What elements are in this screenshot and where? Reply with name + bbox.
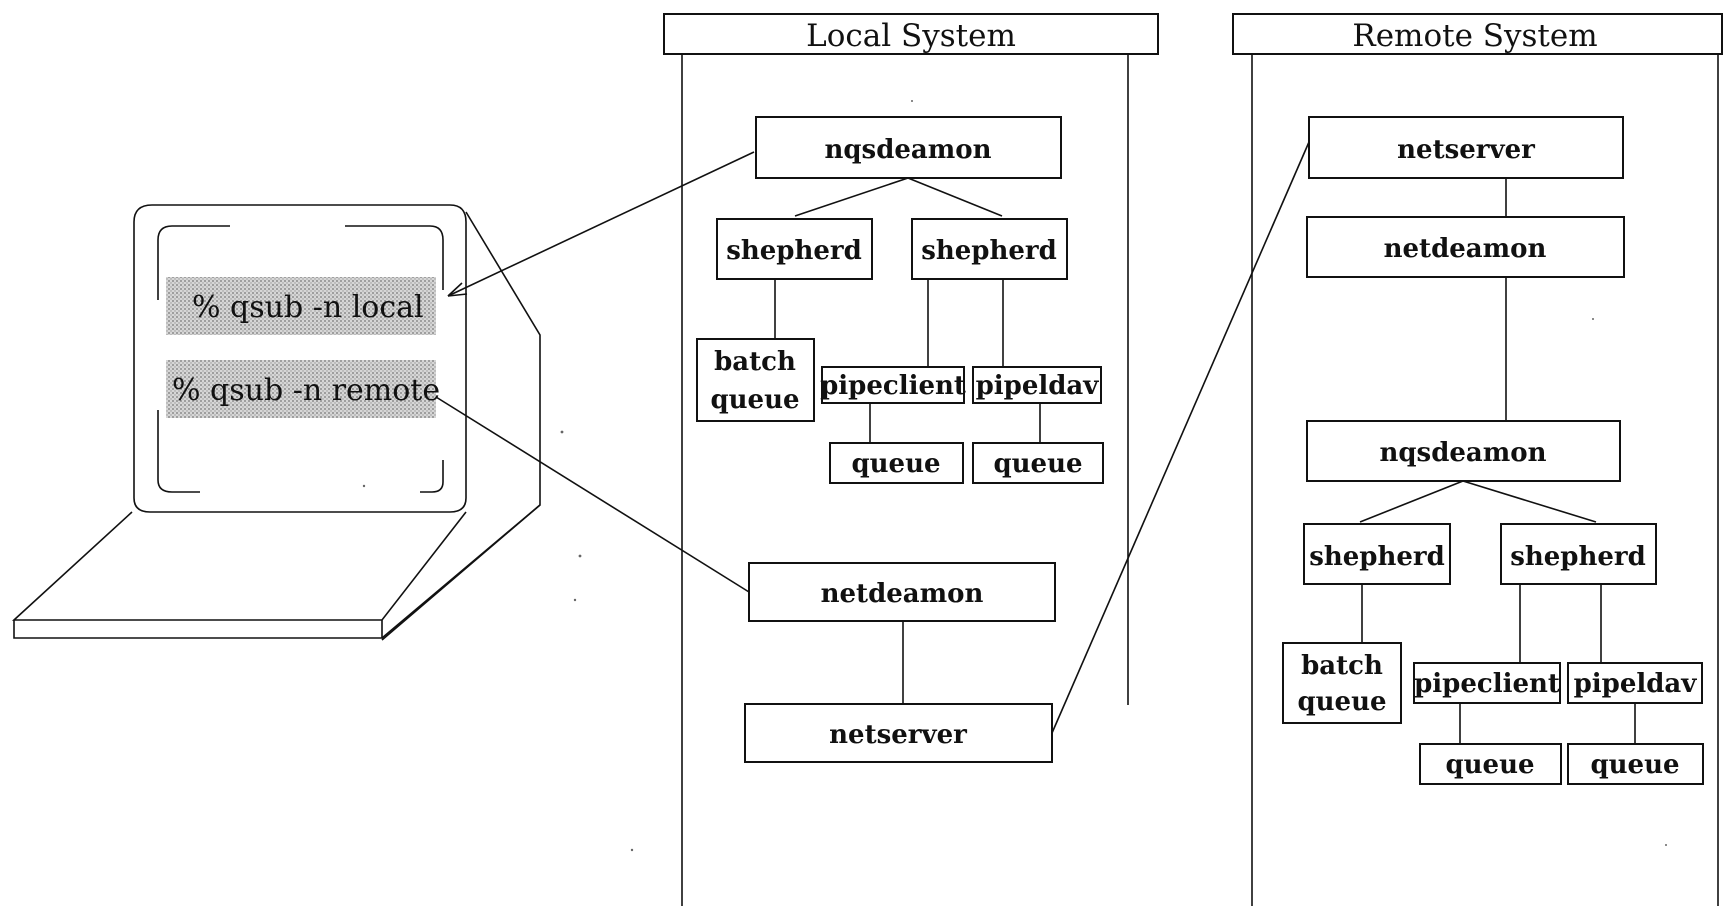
remote-pipeldav-label: pipeldav	[1574, 669, 1698, 699]
remote-pipeclient-label: pipeclient	[1414, 669, 1560, 699]
connection-lines	[435, 141, 1310, 734]
local-pipeclient-node: pipeclient	[820, 366, 966, 404]
remote-netserver-label: netserver	[1397, 135, 1535, 165]
local-system-panel: Local System nqsdeamon shepherd shepherd…	[663, 13, 1159, 906]
local-nqsdeamon-label: nqsdeamon	[824, 135, 991, 165]
local-pipeldav-node: pipeldav	[972, 366, 1102, 404]
local-netserver-to-remote-netserver-line	[1051, 141, 1310, 734]
remote-netdeamon-label: netdeamon	[1384, 234, 1547, 264]
command-local-highlight	[166, 277, 436, 335]
local-nqsdeamon-node: nqsdeamon	[755, 116, 1062, 179]
remote-pipeclient-node: pipeclient	[1413, 662, 1561, 704]
arrowhead-icon	[447, 282, 468, 297]
local-pipeclient-label: pipeclient	[820, 371, 966, 401]
local-queue-right-label: queue	[993, 449, 1082, 479]
local-batch-queue-node: batch queue	[696, 338, 815, 422]
command-remote-text: % qsub -n remote	[172, 373, 440, 408]
remote-netserver-node: netserver	[1308, 116, 1624, 179]
remote-shepherd-right-label: shepherd	[1510, 542, 1646, 572]
local-pipeldav-label: pipeldav	[976, 371, 1100, 401]
local-netserver-label: netserver	[829, 720, 967, 750]
remote-nqsdeamon-label: nqsdeamon	[1379, 438, 1546, 468]
local-queue-left-label: queue	[851, 449, 940, 479]
remote-queue-left-node: queue	[1419, 743, 1562, 785]
local-queue-label: queue	[710, 385, 799, 415]
remote-netdeamon-node: netdeamon	[1306, 216, 1625, 278]
local-shepherd-right-node: shepherd	[911, 218, 1068, 280]
local-shepherd-left-node: shepherd	[716, 218, 873, 280]
remote-queue-label: queue	[1297, 687, 1386, 717]
remote-nqsdeamon-node: nqsdeamon	[1306, 420, 1621, 482]
remote-command-to-netdeamon-line	[435, 396, 750, 593]
remote-shepherd-left-node: shepherd	[1303, 523, 1451, 585]
local-shepherd-left-label: shepherd	[726, 236, 862, 266]
remote-shepherd-left-label: shepherd	[1309, 542, 1445, 572]
scan-noise	[362, 100, 1667, 852]
remote-queue-left-label: queue	[1445, 750, 1534, 780]
remote-system-panel: Remote System netserver netdeamon nqsdea…	[1232, 13, 1723, 906]
local-netserver-node: netserver	[744, 703, 1053, 763]
remote-shepherd-right-node: shepherd	[1500, 523, 1657, 585]
remote-pipeldav-node: pipeldav	[1567, 662, 1703, 704]
local-batch-label: batch	[714, 347, 796, 377]
local-queue-right-node: queue	[972, 442, 1104, 484]
local-netdeamon-label: netdeamon	[821, 579, 984, 609]
laptop-terminal-icon: % qsub -n local % qsub -n remote	[11, 204, 541, 641]
command-local-text: % qsub -n local	[192, 290, 424, 325]
command-remote-highlight	[166, 360, 436, 418]
remote-batch-label: batch	[1301, 651, 1383, 681]
local-shepherd-right-label: shepherd	[921, 236, 1057, 266]
remote-queue-right-node: queue	[1567, 743, 1704, 785]
remote-system-title: Remote System	[1352, 18, 1597, 54]
remote-queue-right-label: queue	[1590, 750, 1679, 780]
local-queue-left-node: queue	[829, 442, 964, 484]
remote-batch-queue-node: batch queue	[1282, 642, 1402, 724]
local-system-title: Local System	[806, 18, 1016, 54]
local-netdeamon-node: netdeamon	[748, 562, 1056, 622]
local-command-to-nqsdeamon-line	[447, 151, 755, 297]
